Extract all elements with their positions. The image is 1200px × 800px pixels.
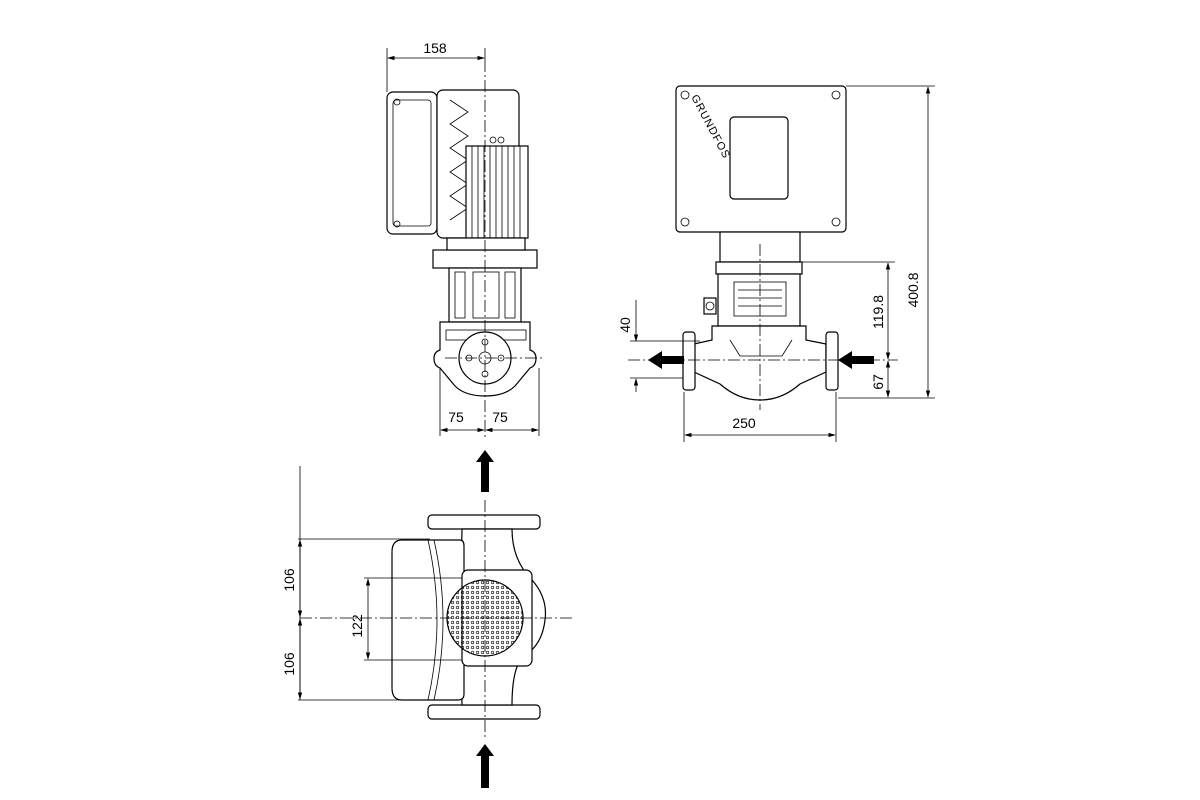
screw-icon [680,90,690,100]
top-flange [427,514,541,530]
inlet-flange [825,331,839,391]
terminal-box-inner [392,99,432,227]
vent-plug-icon [703,297,717,315]
terminal-box [386,91,438,235]
bottom-flange [427,704,541,720]
stator [465,145,529,239]
dim-40-label: 40 [617,317,633,333]
dim-75-left-label: 75 [448,409,464,425]
dim-75-right-label: 75 [492,409,508,425]
dim-400-8-label: 400.8 [905,272,921,307]
dim-119-8-label: 119.8 [870,295,886,329]
dim-67-label: 67 [870,374,886,390]
top-view: 106 106 122 [281,450,575,788]
flow-in-arrow-icon [838,351,874,369]
screw-icon [831,90,841,100]
flow-up-arrow-icon [476,450,494,492]
screw-icon [680,217,690,227]
dim-122-label: 122 [349,614,365,638]
screw-icon [393,220,401,228]
display-window [729,116,789,200]
dim-250-label: 250 [732,415,756,431]
front-view: GRUNDFOS 40 250 [617,85,935,442]
flow-out-arrow-icon [648,351,684,369]
screw-icon [831,217,841,227]
screw-icon [393,98,401,106]
side-view: 158 75 75 [386,40,545,440]
dim-106-bottom-label: 106 [281,652,297,676]
dim-106-top-label: 106 [281,568,297,592]
dim-158-label: 158 [423,40,447,56]
flow-up-arrow-icon [476,744,494,788]
